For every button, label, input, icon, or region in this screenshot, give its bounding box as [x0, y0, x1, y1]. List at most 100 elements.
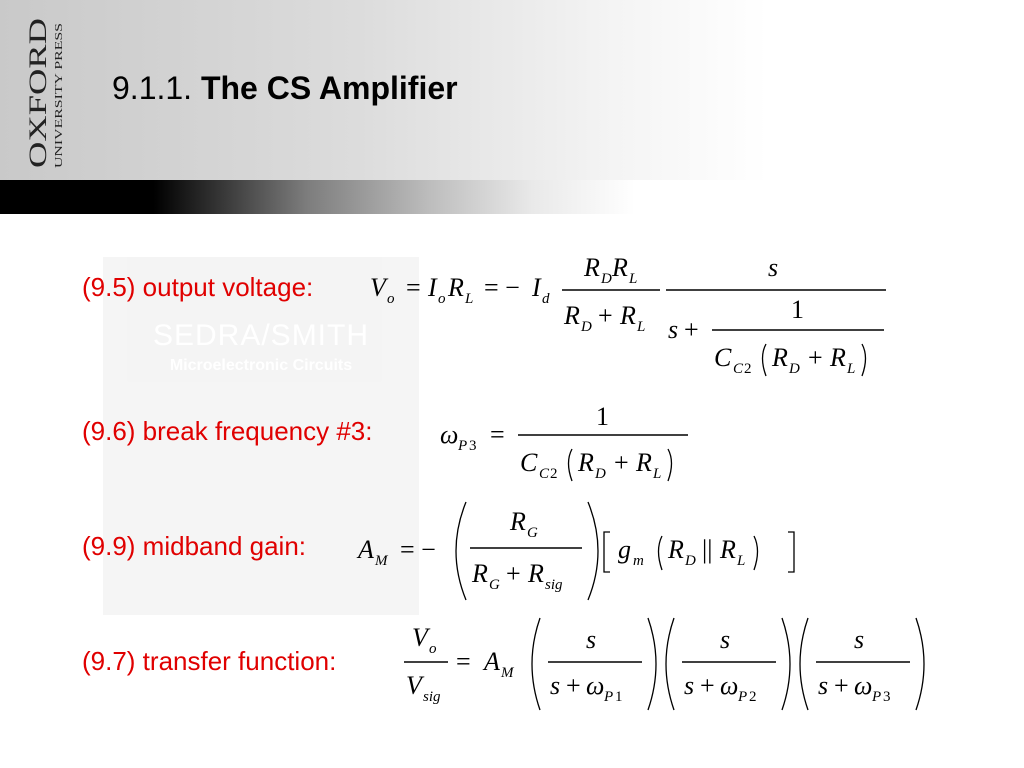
logo-main-text: OXFORD: [25, 18, 52, 168]
svg-text:M: M: [374, 553, 389, 569]
watermark-title: SEDRA/SMITH: [152, 319, 370, 352]
equation-label-9-7: (9.7) transfer function:: [82, 646, 337, 676]
svg-text:I: I: [427, 273, 438, 302]
svg-text:R: R: [635, 448, 652, 477]
header-divider-band: [0, 180, 1024, 214]
svg-text:2: 2: [550, 466, 558, 482]
svg-text:G: G: [527, 525, 538, 541]
svg-text:G: G: [489, 577, 500, 593]
svg-text:d: d: [542, 291, 550, 307]
svg-text:||: ||: [702, 535, 712, 564]
svg-text:+: +: [834, 671, 849, 700]
svg-text:L: L: [736, 553, 745, 569]
svg-text:+: +: [566, 671, 581, 700]
svg-text:L: L: [636, 319, 645, 335]
svg-text:R: R: [527, 559, 544, 588]
svg-text:A: A: [356, 535, 374, 564]
svg-text:C: C: [714, 343, 732, 372]
svg-text:s: s: [854, 625, 864, 654]
svg-text:3: 3: [883, 689, 891, 705]
title-number: 9.1.1.: [112, 70, 193, 106]
svg-text:R: R: [719, 535, 736, 564]
svg-text:s: s: [684, 671, 694, 700]
svg-text:sig: sig: [423, 689, 441, 705]
svg-text:D: D: [684, 553, 696, 569]
svg-text:M: M: [500, 665, 515, 681]
svg-text:R: R: [447, 273, 464, 302]
svg-text:+: +: [808, 343, 823, 372]
svg-text:+: +: [684, 315, 699, 344]
watermark-subtitle: Microelectronic Circuits: [169, 357, 353, 374]
svg-text:L: L: [652, 466, 661, 482]
svg-text:s: s: [768, 253, 778, 282]
svg-text:R: R: [577, 448, 594, 477]
svg-text:R: R: [667, 535, 684, 564]
svg-text:P: P: [603, 689, 613, 705]
svg-text:s: s: [668, 315, 678, 344]
svg-text:3: 3: [469, 438, 477, 454]
svg-text:1: 1: [791, 295, 804, 324]
svg-text:g: g: [618, 535, 631, 564]
svg-text:ω: ω: [854, 671, 872, 700]
svg-text:R: R: [583, 253, 600, 282]
svg-text:P: P: [737, 689, 747, 705]
svg-text:1: 1: [596, 402, 609, 431]
svg-text:o: o: [438, 291, 446, 307]
equation-label-9-9: (9.9) midband gain:: [82, 531, 307, 561]
svg-text:o: o: [429, 641, 437, 657]
svg-text:1: 1: [615, 689, 623, 705]
svg-text:D: D: [788, 361, 800, 377]
svg-text:V: V: [412, 623, 431, 652]
svg-text:L: L: [464, 291, 473, 307]
svg-text:R: R: [611, 253, 628, 282]
svg-text:2: 2: [749, 689, 757, 705]
svg-text:m: m: [633, 553, 644, 569]
svg-text:L: L: [846, 361, 855, 377]
svg-text:2: 2: [744, 361, 752, 377]
svg-text:R: R: [509, 507, 526, 536]
svg-text:R: R: [563, 301, 580, 330]
svg-text:ω: ω: [586, 671, 604, 700]
svg-text:V: V: [370, 273, 389, 302]
svg-text:R: R: [619, 301, 636, 330]
svg-text:A: A: [482, 647, 500, 676]
svg-text:ω: ω: [720, 671, 738, 700]
svg-text:=: =: [456, 647, 471, 676]
svg-text:= −: = −: [484, 273, 520, 302]
svg-text:R: R: [771, 343, 788, 372]
svg-text:R: R: [471, 559, 488, 588]
svg-text:s: s: [550, 671, 560, 700]
svg-text:P: P: [871, 689, 881, 705]
equation-label-9-6: (9.6) break frequency #3:: [82, 416, 373, 446]
svg-text:C: C: [733, 361, 744, 377]
svg-text:=: =: [406, 273, 421, 302]
svg-text:s: s: [720, 625, 730, 654]
svg-text:D: D: [580, 319, 592, 335]
title-text: The CS Amplifier: [200, 70, 458, 106]
svg-text:P: P: [457, 438, 467, 454]
svg-text:R: R: [829, 343, 846, 372]
svg-text:L: L: [628, 271, 637, 287]
svg-text:V: V: [406, 671, 425, 700]
svg-text:s: s: [818, 671, 828, 700]
svg-text:D: D: [600, 271, 612, 287]
svg-text:+: +: [700, 671, 715, 700]
svg-text:I: I: [531, 273, 542, 302]
svg-text:sig: sig: [545, 577, 563, 593]
page-title: 9.1.1. The CS Amplifier: [112, 70, 458, 107]
svg-text:= −: = −: [400, 535, 436, 564]
equation-label-9-5: (9.5) output voltage:: [82, 272, 314, 302]
svg-text:D: D: [594, 466, 606, 482]
oxford-logo: OXFORD UNIVERSITY PRESS: [25, 18, 65, 168]
svg-text:s: s: [586, 625, 596, 654]
svg-text:=: =: [490, 420, 505, 449]
logo-sub-text: UNIVERSITY PRESS: [54, 23, 65, 168]
svg-text:+: +: [614, 448, 629, 477]
svg-text:+: +: [598, 301, 613, 330]
svg-text:C: C: [520, 448, 538, 477]
book-cover-watermark: SEDRA/SMITH Microelectronic Circuits: [103, 257, 419, 615]
svg-text:o: o: [387, 291, 395, 307]
